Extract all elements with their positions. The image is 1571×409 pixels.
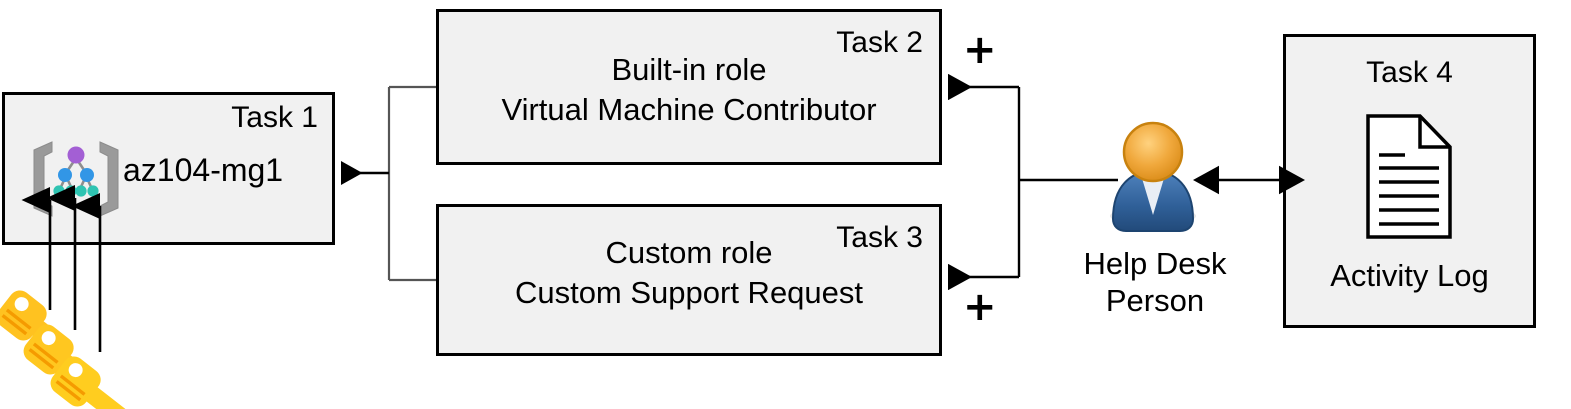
task4-label: Activity Log [1330,258,1489,293]
plus-bottom-icon: + [963,284,997,330]
keys-icon [0,290,128,409]
task2-line2: Virtual Machine Contributor [501,92,877,127]
task4-tag: Task 4 [1366,56,1453,89]
task3-line1: Custom role [605,235,773,270]
task3-line2: Custom Support Request [514,275,864,310]
left-merge-bracket [387,85,436,282]
task2-box[interactable]: Task 2 Built-in role Virtual Machine Con… [436,9,942,165]
task1-label: az104-mg1 [123,152,284,188]
plus-top-icon: + [963,27,997,73]
helpdesk-label-line2: Person [1105,283,1205,318]
key-2 [23,324,95,395]
key-3 [50,356,128,409]
task1-box[interactable]: Task 1 az104-mg1 [2,92,335,245]
helpdesk-label-line1: Help Desk [1083,246,1227,281]
key-1 [0,290,68,361]
task1-tag: Task 1 [231,101,318,134]
task4-box[interactable]: Task 4 Activity Log [1283,34,1536,328]
user-icon [1110,121,1196,232]
task2-line1: Built-in role [611,52,767,87]
task3-box[interactable]: Task 3 Custom role Custom Support Reques… [436,204,942,356]
task2-tag: Task 2 [836,26,923,59]
task3-tag: Task 3 [836,221,923,254]
